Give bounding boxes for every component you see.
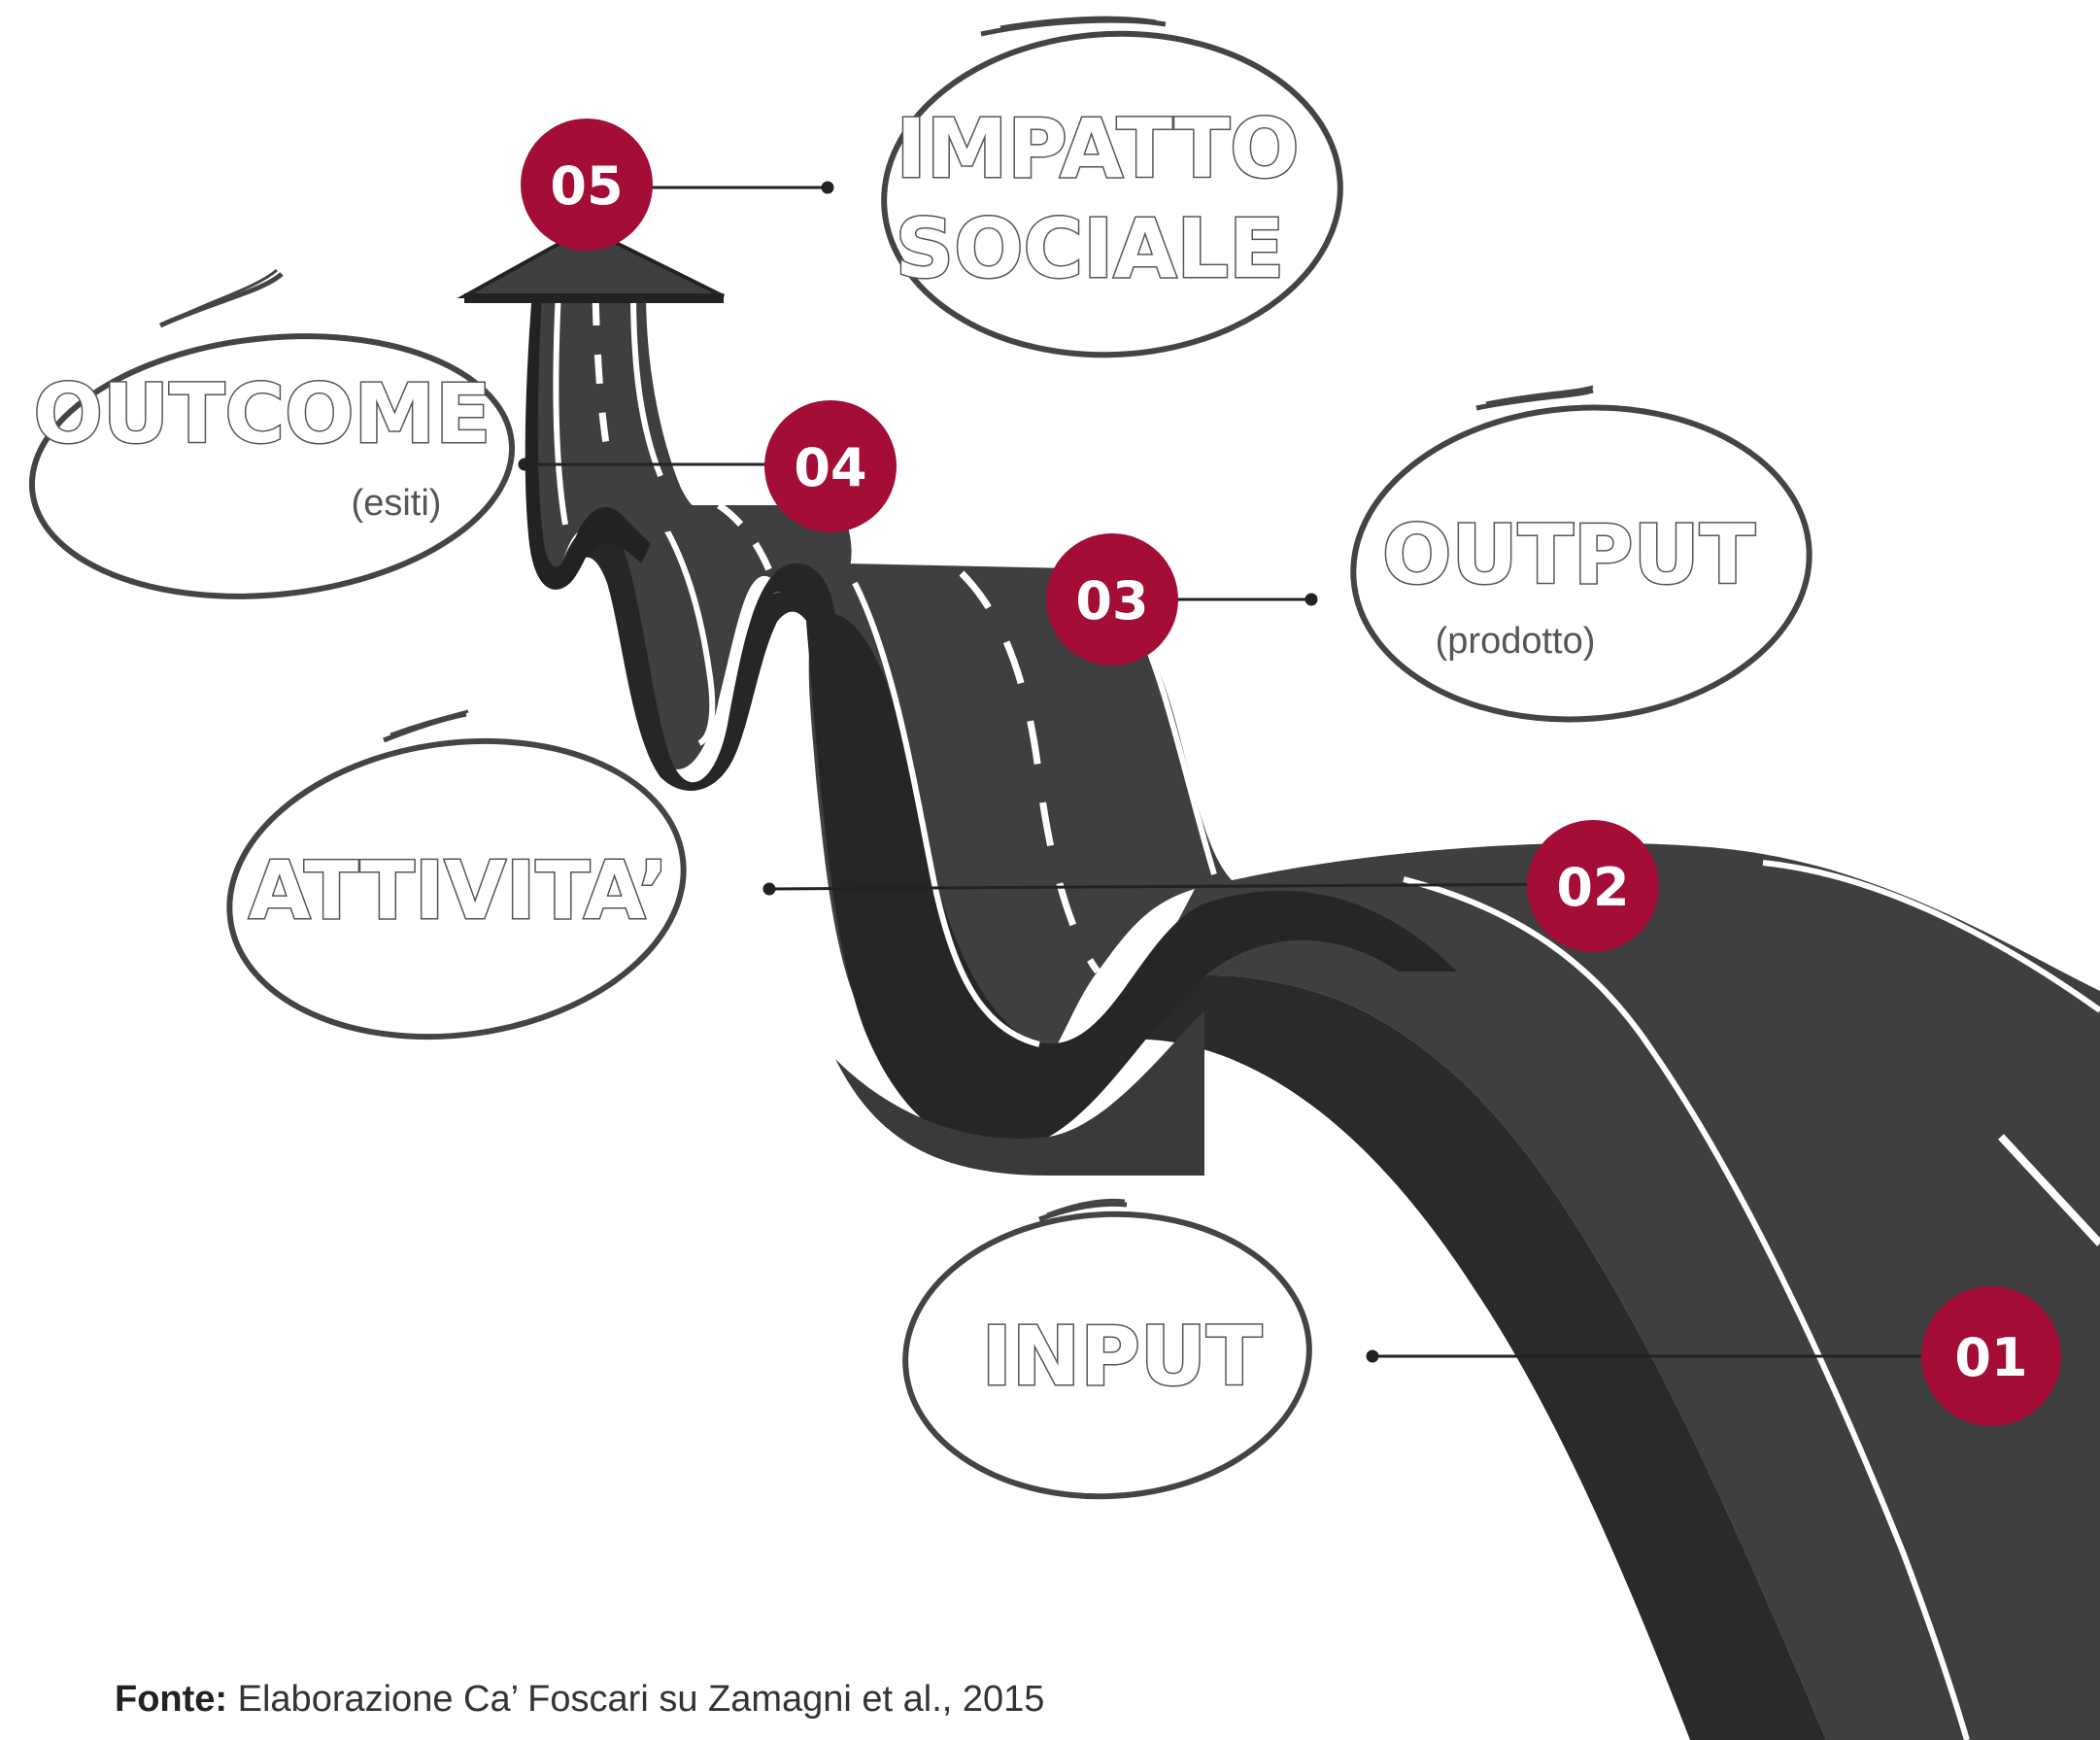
step-02-number: 02 <box>1556 857 1629 918</box>
source-text: Elaborazione Ca’ Foscari su Zamagni et a… <box>227 1679 1045 1720</box>
step-05-number: 05 <box>550 155 623 217</box>
step-03-bubble: OUTPUT (prodotto) <box>1350 385 1812 723</box>
step-03-number: 03 <box>1075 570 1148 631</box>
step-01-bubble: INPUT <box>902 1198 1312 1500</box>
source-note: Fonte: Elaborazione Ca’ Foscari su Zamag… <box>115 1679 1044 1721</box>
step-01-number: 01 <box>1954 1327 2027 1388</box>
step-02-bubble: ATTIVITA’ <box>226 709 687 1041</box>
step-01-badge: 01 <box>1921 1286 2061 1426</box>
step-03-label: OUTPUT <box>1382 507 1755 602</box>
step-01-label: INPUT <box>982 1309 1263 1404</box>
step-04-badge: 04 <box>764 400 897 532</box>
source-prefix: Fonte: <box>115 1679 228 1720</box>
step-04-number: 04 <box>794 437 866 498</box>
road-illustration <box>457 225 2100 1740</box>
step-05-badge: 05 <box>521 119 653 251</box>
step-05-label-line2: SOCIALE <box>896 201 1285 296</box>
step-02-label: ATTIVITA’ <box>249 845 668 938</box>
connector-02 <box>768 882 1594 891</box>
step-05-label-line1: IMPATTO <box>896 101 1299 196</box>
step-03-badge: 03 <box>1046 533 1178 665</box>
step-04-sublabel: (esiti) <box>352 483 442 524</box>
step-04-bubble: OUTCOME (esiti) <box>28 268 516 599</box>
step-04-label: OUTCOME <box>34 366 491 461</box>
step-02-badge: 02 <box>1527 820 1659 952</box>
step-05-bubble: IMPATTO SOCIALE <box>881 16 1343 358</box>
step-03-sublabel: (prodotto) <box>1436 621 1596 662</box>
